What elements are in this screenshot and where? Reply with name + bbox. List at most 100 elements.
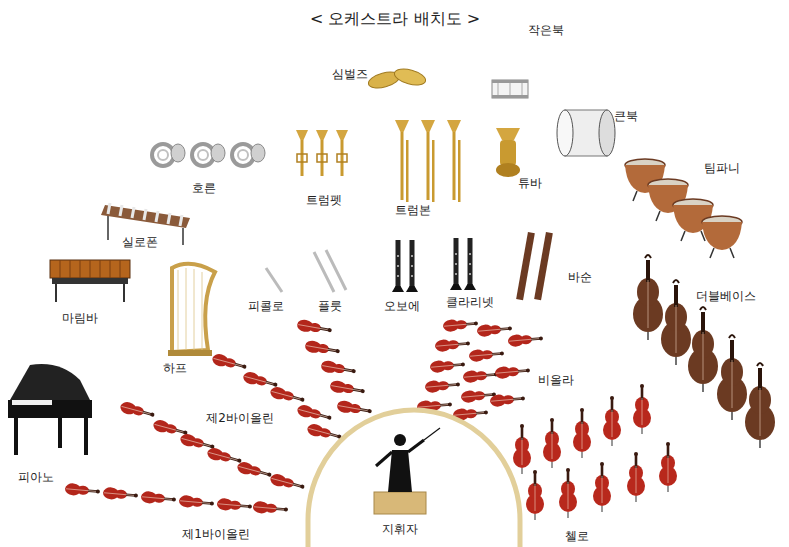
double-basses [717, 335, 747, 420]
clarinets [450, 238, 476, 290]
diagram-title: < 오케스트라 배치도 > [310, 9, 480, 30]
tuba [500, 140, 516, 166]
instrument-label: 첼로 [565, 529, 589, 543]
instrument-label: 큰북 [614, 109, 638, 123]
horns [152, 144, 265, 166]
xylophone [144, 209, 146, 220]
conductor [394, 434, 406, 446]
instrument-label: 제1바이올린 [182, 527, 250, 541]
trombones [447, 120, 461, 202]
violas [417, 317, 544, 421]
bass-drum [557, 110, 615, 156]
instrument-label: 제2바이올린 [206, 411, 274, 425]
piano [8, 400, 92, 418]
oboes [392, 240, 418, 292]
trombones [395, 120, 461, 202]
instrument-label: 팀파니 [704, 161, 740, 175]
second-violins [119, 318, 373, 492]
cymbals [367, 66, 428, 91]
double-basses [633, 255, 663, 340]
tuba [496, 128, 520, 177]
instrument-label: 트럼펫 [306, 193, 342, 207]
marimba [120, 260, 121, 278]
instrument-label: 더블베이스 [696, 289, 756, 303]
harp [194, 269, 195, 350]
instrument-label: 플룻 [318, 299, 342, 313]
xylophone [108, 203, 110, 214]
marimba [70, 260, 71, 278]
violas [425, 378, 461, 393]
timpani [702, 216, 742, 258]
snare-drum [510, 83, 511, 95]
snare-drum [492, 80, 528, 98]
double-basses [633, 255, 775, 448]
marimba [60, 260, 120, 278]
trumpets [296, 130, 308, 176]
xylophone [168, 213, 170, 224]
first-violins [253, 501, 289, 516]
second-violins [296, 403, 333, 424]
cellos [543, 418, 561, 468]
marimba [80, 260, 81, 278]
bass-drum [557, 110, 573, 156]
first-violins [65, 483, 289, 516]
trumpets [336, 130, 348, 176]
marimba [123, 284, 125, 302]
instrument-label: 피콜로 [248, 299, 284, 313]
second-violins [304, 339, 341, 357]
harp [172, 264, 215, 352]
violas [508, 332, 544, 347]
bass-drum [599, 110, 615, 156]
violas [435, 337, 471, 352]
instrument-label: 오보에 [384, 299, 420, 313]
oboes [406, 240, 418, 292]
instrument-label: 바순 [568, 270, 592, 284]
snare-drum [498, 83, 499, 95]
marimba [50, 260, 130, 302]
trumpets [316, 130, 328, 176]
conductor [408, 440, 424, 452]
instrument-label: 트럼본 [395, 203, 431, 217]
second-violins [236, 460, 273, 481]
instrument-label: 호른 [192, 181, 216, 195]
trombones [421, 120, 435, 202]
cellos [513, 384, 677, 520]
marimba [52, 278, 128, 284]
double-basses [745, 363, 775, 448]
second-violins [211, 352, 248, 373]
violas [495, 364, 531, 379]
marimba [110, 260, 111, 278]
second-violins [320, 359, 357, 377]
piano [10, 364, 90, 400]
tuba [496, 128, 520, 140]
instrument-label: 실로폰 [122, 235, 158, 249]
second-violins [296, 318, 333, 336]
instrument-label: 작은북 [528, 23, 564, 37]
xylophone [101, 205, 190, 228]
flutes [326, 250, 346, 290]
piano [14, 418, 18, 455]
timpani [625, 159, 742, 258]
piano [58, 418, 62, 448]
violas [477, 322, 513, 337]
snare-drum [522, 83, 523, 95]
marimba [50, 260, 130, 278]
cellos [659, 442, 677, 492]
cellos [573, 408, 591, 458]
horns [232, 144, 265, 166]
cellos [633, 384, 651, 434]
instrument-label: 클라리넷 [446, 295, 494, 309]
trumpets [296, 130, 348, 176]
bassoons [534, 232, 553, 300]
conductor [374, 492, 426, 514]
piccolo [266, 268, 282, 292]
harp [178, 270, 179, 350]
trombones [395, 120, 409, 202]
second-violins [206, 446, 243, 467]
double-basses [661, 280, 691, 365]
first-violins [65, 483, 101, 498]
snare-drum [492, 95, 528, 98]
marimba [55, 284, 57, 302]
xylophone [182, 228, 184, 245]
